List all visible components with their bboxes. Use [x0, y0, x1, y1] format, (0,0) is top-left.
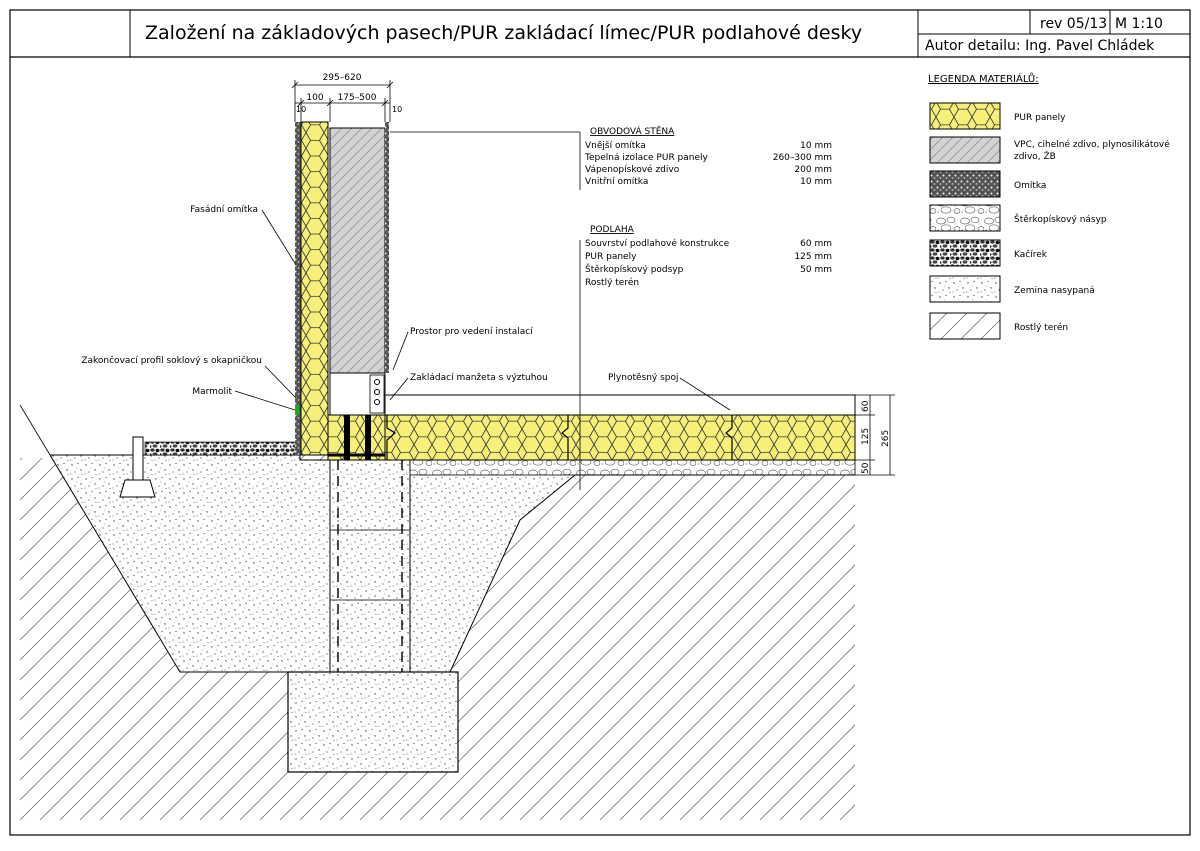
floor-layer-name: Rostlý terén: [585, 277, 639, 288]
dim-floor-pur: 125: [861, 428, 871, 445]
dim-total: 295–620: [323, 73, 362, 83]
ground: [19, 404, 856, 820]
floor-layer-name: Souvrství podlahové konstrukce: [585, 238, 730, 249]
callout-foundation-collar: Zakládací manžeta s výztuhou: [410, 373, 548, 383]
wall-spec-title: OBVODOVÁ STĚNA: [590, 125, 675, 137]
wall-layer-name: Vnější omítka: [585, 140, 646, 151]
callout-gas-tight-joint: Plynotěsný spoj: [608, 373, 679, 383]
legend-label: zdivo, ŽB: [1014, 150, 1056, 162]
floor-layer-name: PUR panely: [585, 252, 637, 262]
scale: M 1:10: [1115, 16, 1163, 32]
dim-floor-total: 265: [881, 430, 891, 447]
callout-marmolit: Marmolit: [192, 387, 232, 397]
legend-label: Štěrkopískový násyp: [1014, 213, 1107, 225]
wall-layer-value: 260–300 mm: [773, 153, 832, 163]
legend-label: PUR panely: [1014, 113, 1066, 123]
wall-layer-value: 10 mm: [800, 177, 832, 187]
legend-label: Kačírek: [1014, 249, 1048, 260]
dim-edge-left: 10: [296, 105, 306, 114]
drawing-title: Založení na základových pasech/PUR zaklá…: [145, 22, 863, 44]
wall-layer-value: 10 mm: [800, 141, 832, 151]
floor-layer-name: Štěrkopískový podsyp: [585, 263, 684, 275]
leader-lines: [234, 131, 731, 490]
dimensions: [291, 80, 895, 476]
legend-label: Zemina nasypaná: [1014, 286, 1095, 296]
revision: rev 05/13: [1040, 16, 1108, 32]
callout-facade-plaster: Fasádní omítka: [190, 205, 258, 215]
wall-layer-value: 200 mm: [794, 165, 832, 175]
legend-title: LEGENDA MATERIÁLŮ:: [928, 72, 1039, 85]
legend-swatches: [929, 102, 1001, 340]
callout-installation-space: Prostor pro vedení instalací: [410, 327, 533, 337]
dim-masonry: 175–500: [338, 93, 377, 103]
floor-layer-value: 125 mm: [794, 252, 832, 262]
wall-layer-name: Vápenopískové zdivo: [585, 164, 680, 175]
wall-layer-name: Vnitřní omítka: [585, 177, 648, 187]
dim-edge-right: 10: [392, 105, 402, 114]
floor: [384, 394, 856, 461]
legend-label: Omítka: [1014, 181, 1046, 191]
legend-label: Rostlý terén: [1014, 322, 1068, 333]
wall: [295, 121, 389, 461]
callout-end-profile: Zakončovací profil soklový s okapničkou: [81, 355, 262, 366]
author: Autor detailu: Ing. Pavel Chládek: [925, 38, 1155, 54]
floor-layer-value: 50 mm: [800, 265, 832, 275]
dim-floor-gravel: 50: [861, 462, 871, 474]
legend-label: VPC, cihelné zdivo, plynosilikátové: [1014, 139, 1170, 150]
dim-floor-top: 60: [861, 400, 871, 412]
floor-layer-value: 60 mm: [800, 239, 832, 249]
dim-plaster-outer: 100: [306, 93, 323, 103]
floor-spec-title: PODLAHA: [590, 225, 635, 235]
wall-layer-name: Tepelná izolace PUR panely: [584, 153, 709, 163]
